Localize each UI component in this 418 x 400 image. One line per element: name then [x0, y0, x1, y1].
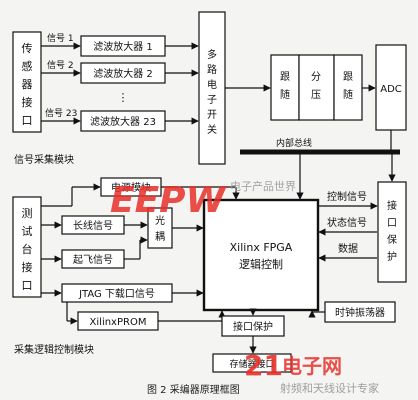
label-sig1: 信号 1 [47, 32, 74, 44]
sensor-interface-char-3: 器 [22, 78, 33, 91]
iface-protect-right-char-2: 口 [387, 218, 397, 229]
iface-protect-right-char-3: 保 [387, 233, 397, 246]
iface-protect-right-char-4: 护 [387, 250, 397, 263]
power-module-label: 电源模块 [111, 181, 151, 194]
bottom-port-box [212, 353, 292, 373]
mux-char-6: 关 [207, 123, 217, 136]
filter-amp-2-label: 滤波放大器 2 [93, 67, 153, 80]
divider-box [298, 54, 335, 121]
filter-amp-23-label: 滤波放大器 23 [90, 115, 156, 128]
test-bench-char-4: 接 [22, 261, 33, 274]
site21-watermark-number: 21 [244, 349, 283, 382]
mux-char-5: 开 [207, 110, 217, 121]
control-signal-label: 控制信号 [327, 190, 367, 203]
test-bench-char-3: 台 [22, 242, 33, 256]
optocoupler-char-2: 耦 [155, 231, 165, 243]
filter-ellipsis: ⋮ [118, 91, 129, 104]
fpga-label-line1: Xilinx FPGA [230, 241, 293, 254]
jtag-signal-label: JTAG 下载口信号 [78, 288, 155, 300]
bottom-port-label: 存储器接口 [229, 358, 274, 370]
fpga-logic-box [202, 198, 320, 312]
figure-caption: 图 2 采编器原理框图 [147, 383, 240, 396]
mux-char-3: 电 [207, 78, 217, 91]
data-label: 数据 [338, 242, 358, 255]
xilinx-prom-label: XilinxPROM [90, 317, 147, 328]
optocoupler-box [147, 207, 173, 249]
acq-logic-module-label: 采集逻辑控制模块 [14, 343, 94, 356]
follower-1-char-1: 跟 [280, 71, 290, 83]
test-bench-char-2: 试 [22, 225, 33, 238]
mux-char-1: 多 [207, 48, 217, 61]
mux-char-4: 子 [207, 94, 217, 106]
filter-amp-1-label: 滤波放大器 1 [93, 40, 153, 53]
test-bench-interface-box [12, 196, 42, 298]
adc-label: ADC [380, 84, 402, 95]
follower-2-char-2: 随 [343, 88, 353, 101]
follower-2-box [333, 54, 363, 121]
sensor-interface-char-4: 接 [22, 96, 33, 109]
follower-2-char-1: 跟 [343, 71, 353, 83]
site21-watermark-sub: 射频和天线设计专家 [280, 381, 379, 395]
fpga-label-line2: 逻辑控制 [239, 257, 283, 271]
optocoupler-char-1: 光 [155, 214, 165, 227]
test-bench-char-5: 口 [22, 279, 33, 292]
iface-protect-right-char-1: 接 [387, 199, 397, 212]
iface-protect-right-box [377, 181, 407, 283]
divider-char-1: 分 [311, 71, 321, 83]
mux-char-2: 路 [207, 63, 217, 76]
divider-char-2: 压 [311, 89, 321, 101]
internal-bus-label: 内部总线 [276, 137, 312, 149]
signal-acquisition-module-label: 信号采集模块 [14, 153, 74, 166]
eepw-watermark-sub: 电子产品世界 [230, 179, 296, 193]
eepw-watermark: EEPW [110, 180, 228, 221]
sensor-interface-box [12, 31, 42, 133]
iface-protect-bottom-label: 接口保护 [233, 320, 273, 333]
test-bench-char-1: 测 [22, 207, 33, 220]
sensor-interface-char-1: 传 [22, 42, 33, 55]
sensor-interface-char-2: 感 [22, 60, 33, 73]
follower-1-char-2: 随 [280, 88, 290, 101]
long-line-signal-label: 长线信号 [73, 219, 113, 232]
follower-1-box [270, 54, 300, 121]
takeoff-signal-label: 起飞信号 [73, 254, 113, 266]
sensor-interface-char-5: 口 [22, 114, 33, 127]
label-sig2: 信号 2 [47, 59, 74, 71]
clock-oscillator-label: 时钟振荡器 [335, 306, 385, 319]
label-sig23: 信号 23 [45, 107, 77, 119]
status-signal-label: 状态信号 [327, 216, 367, 229]
site21-watermark-text: 电子网 [282, 354, 342, 378]
